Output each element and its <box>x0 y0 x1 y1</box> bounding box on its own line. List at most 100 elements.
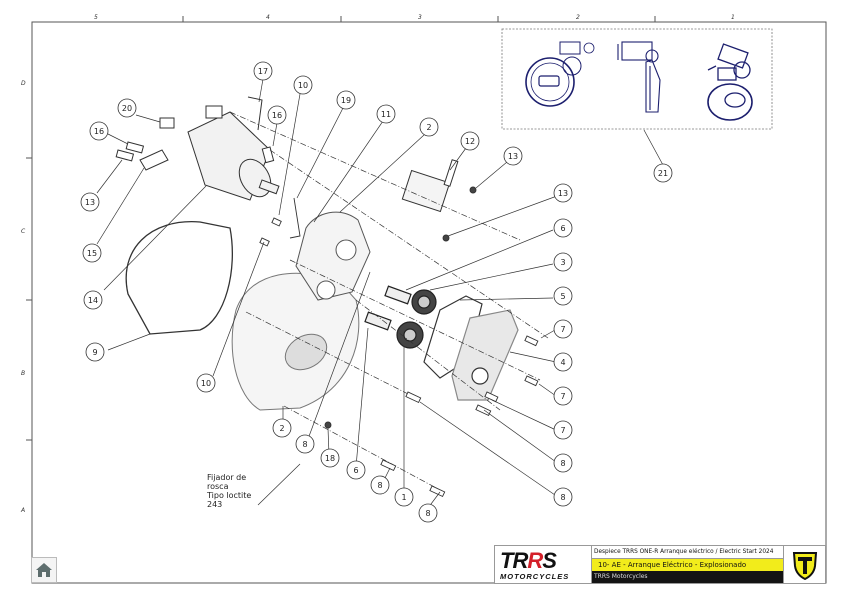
trrs-logo: TRRS MOTORCYCLES <box>495 546 592 583</box>
threadlocker-note: Fijador de rosca Tipo loctite 243 <box>207 473 251 509</box>
callout-number: 8 <box>377 481 382 490</box>
callout-circle <box>553 453 573 473</box>
callout-balloon-8: 8 <box>553 453 573 473</box>
callout-circle <box>419 117 439 137</box>
note-line: rosca <box>207 482 229 491</box>
callout-balloon-14: 14 <box>83 290 103 310</box>
callout-number: 14 <box>88 296 98 305</box>
callout-balloon-16: 16 <box>267 105 287 125</box>
shield-badge <box>783 546 825 583</box>
title-block: TRRS MOTORCYCLES Despiece TRRS ONE-R Arr… <box>494 545 826 584</box>
callout-balloon-8: 8 <box>553 487 573 507</box>
home-icon <box>36 563 52 577</box>
small-bolts <box>259 186 539 498</box>
callout-balloon-3: 3 <box>553 252 573 272</box>
callout-circle <box>83 290 103 310</box>
callout-circle <box>295 434 315 454</box>
callout-number: 17 <box>258 67 268 76</box>
callout-number: 8 <box>560 493 565 502</box>
callout-number: 20 <box>122 104 132 113</box>
callout-number: 18 <box>325 454 335 463</box>
callout-circle <box>346 460 366 480</box>
cover-main <box>231 272 360 411</box>
preview-side-view <box>617 41 661 113</box>
callout-number: 13 <box>508 152 518 161</box>
callout-circle <box>553 183 573 203</box>
callout-circle <box>553 352 573 372</box>
dashed-assembly-lines <box>229 111 549 491</box>
callout-number: 6 <box>353 466 358 475</box>
callout-balloon-9: 9 <box>85 342 105 362</box>
callout-balloon-2: 2 <box>419 117 439 137</box>
callout-circle <box>272 418 292 438</box>
callout-number: 8 <box>560 459 565 468</box>
logo-wordmark: TRRS <box>500 548 557 574</box>
callout-number: 21 <box>658 169 668 178</box>
starter-motor <box>187 105 280 201</box>
callout-circle <box>553 420 573 440</box>
callout-number: 7 <box>560 325 565 334</box>
logo-red-letter: R <box>527 548 543 573</box>
callout-number: 7 <box>560 392 565 401</box>
zone-row-label: D <box>21 80 26 87</box>
callout-balloon-7: 7 <box>553 319 573 339</box>
callout-balloon-2: 2 <box>272 418 292 438</box>
bolts-left <box>115 96 275 171</box>
zone-column-label: 4 <box>266 14 270 21</box>
callout-balloon-7: 7 <box>553 420 573 440</box>
callout-circle <box>503 146 523 166</box>
callout-number: 15 <box>87 249 97 258</box>
callout-number: 2 <box>279 424 284 433</box>
callout-circle <box>82 243 102 263</box>
gears <box>364 285 437 349</box>
callout-balloon-6: 6 <box>346 460 366 480</box>
callout-balloon-8: 8 <box>370 475 390 495</box>
callout-number: 3 <box>560 258 565 267</box>
callout-balloon-19: 19 <box>336 90 356 110</box>
callout-balloon-20: 20 <box>117 98 137 118</box>
callout-circle <box>418 503 438 523</box>
drawing-subtitle: 10- AE - Arranque Eléctrico - Explosiona… <box>592 559 783 571</box>
zone-column-label: 3 <box>418 14 422 21</box>
note-line: Tipo loctite <box>207 491 252 500</box>
callout-circle <box>553 386 573 406</box>
callout-circle <box>85 342 105 362</box>
callout-balloon-8: 8 <box>295 434 315 454</box>
callout-circle <box>196 373 216 393</box>
zone-row-label: B <box>21 370 26 377</box>
callout-circle <box>267 105 287 125</box>
callout-circle <box>553 252 573 272</box>
zone-row-label: C <box>21 228 26 235</box>
callout-number: 1 <box>401 493 406 502</box>
callout-number: 4 <box>560 358 565 367</box>
callout-balloon-8: 8 <box>418 503 438 523</box>
zone-column-label: 1 <box>731 14 735 21</box>
preview-iso-view <box>707 43 753 121</box>
callout-number: 13 <box>85 198 95 207</box>
callout-circle <box>553 218 573 238</box>
logo-subtitle: MOTORCYCLES <box>500 572 570 581</box>
callout-balloon-15: 15 <box>82 243 102 263</box>
callout-balloon-18: 18 <box>320 448 340 468</box>
callout-number: 11 <box>381 110 391 119</box>
callout-circle <box>553 286 573 306</box>
zone-row-label: A <box>21 507 26 514</box>
callout-balloon-5: 5 <box>553 286 573 306</box>
callout-balloon-13: 13 <box>503 146 523 166</box>
callout-circle <box>253 61 273 81</box>
callout-circle <box>117 98 137 118</box>
callout-number: 13 <box>558 189 568 198</box>
home-button[interactable] <box>31 557 57 583</box>
callout-number: 8 <box>302 440 307 449</box>
callout-circle <box>293 75 313 95</box>
callout-circle <box>320 448 340 468</box>
callout-balloon-21: 21 <box>653 163 673 183</box>
leader-lines <box>96 78 664 509</box>
callout-balloon-10: 10 <box>293 75 313 95</box>
callout-number: 7 <box>560 426 565 435</box>
small-gasket-and-cover <box>423 295 519 401</box>
callout-circle <box>80 192 100 212</box>
zone-column-label: 5 <box>94 14 98 21</box>
